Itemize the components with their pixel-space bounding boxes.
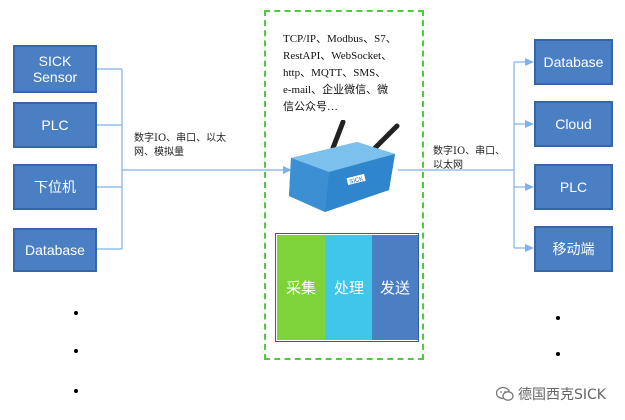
gateway-device-image: SICK <box>289 120 400 212</box>
ellipsis-dot <box>74 311 78 315</box>
arrow-database <box>525 58 534 66</box>
gateway-frame <box>264 10 424 360</box>
left-link-label: 数字IO、串口、以太 网、模拟量 <box>134 133 227 158</box>
source-lower-computer: 下位机 <box>13 164 97 210</box>
watermark-text: 德国西克SICK <box>518 387 606 403</box>
stage-send: 发送 <box>372 235 418 340</box>
target-plc: PLC <box>534 164 613 210</box>
stage-collect: 采集 <box>277 235 325 340</box>
ellipsis-dot <box>74 349 78 353</box>
stage-process: 处理 <box>325 235 373 340</box>
ellipsis-dot <box>556 352 560 356</box>
source-sick-sensor: SICK Sensor <box>13 45 97 93</box>
device-brand-label: SICK <box>349 176 364 185</box>
arrow-into-gateway <box>283 166 292 174</box>
arrow-plc <box>525 183 534 191</box>
source-plc: PLC <box>13 102 97 148</box>
arrow-mobile <box>525 244 534 252</box>
protocol-list: TCP/IP、Modbus、S7、 RestAPI、WebSocket、 htt… <box>283 33 397 113</box>
stages-container <box>275 233 419 342</box>
watermark: 德国西克SICK <box>496 384 606 404</box>
target-database: Database <box>534 39 613 85</box>
wechat-icon <box>496 386 514 401</box>
source-database: Database <box>13 228 97 272</box>
ellipsis-dot <box>556 316 560 320</box>
right-link-label: 数字IO、串口、 以太网 <box>433 146 506 171</box>
ellipsis-dot <box>74 389 78 393</box>
arrow-cloud <box>525 120 534 128</box>
target-cloud: Cloud <box>534 101 613 147</box>
target-mobile: 移动端 <box>534 226 613 272</box>
